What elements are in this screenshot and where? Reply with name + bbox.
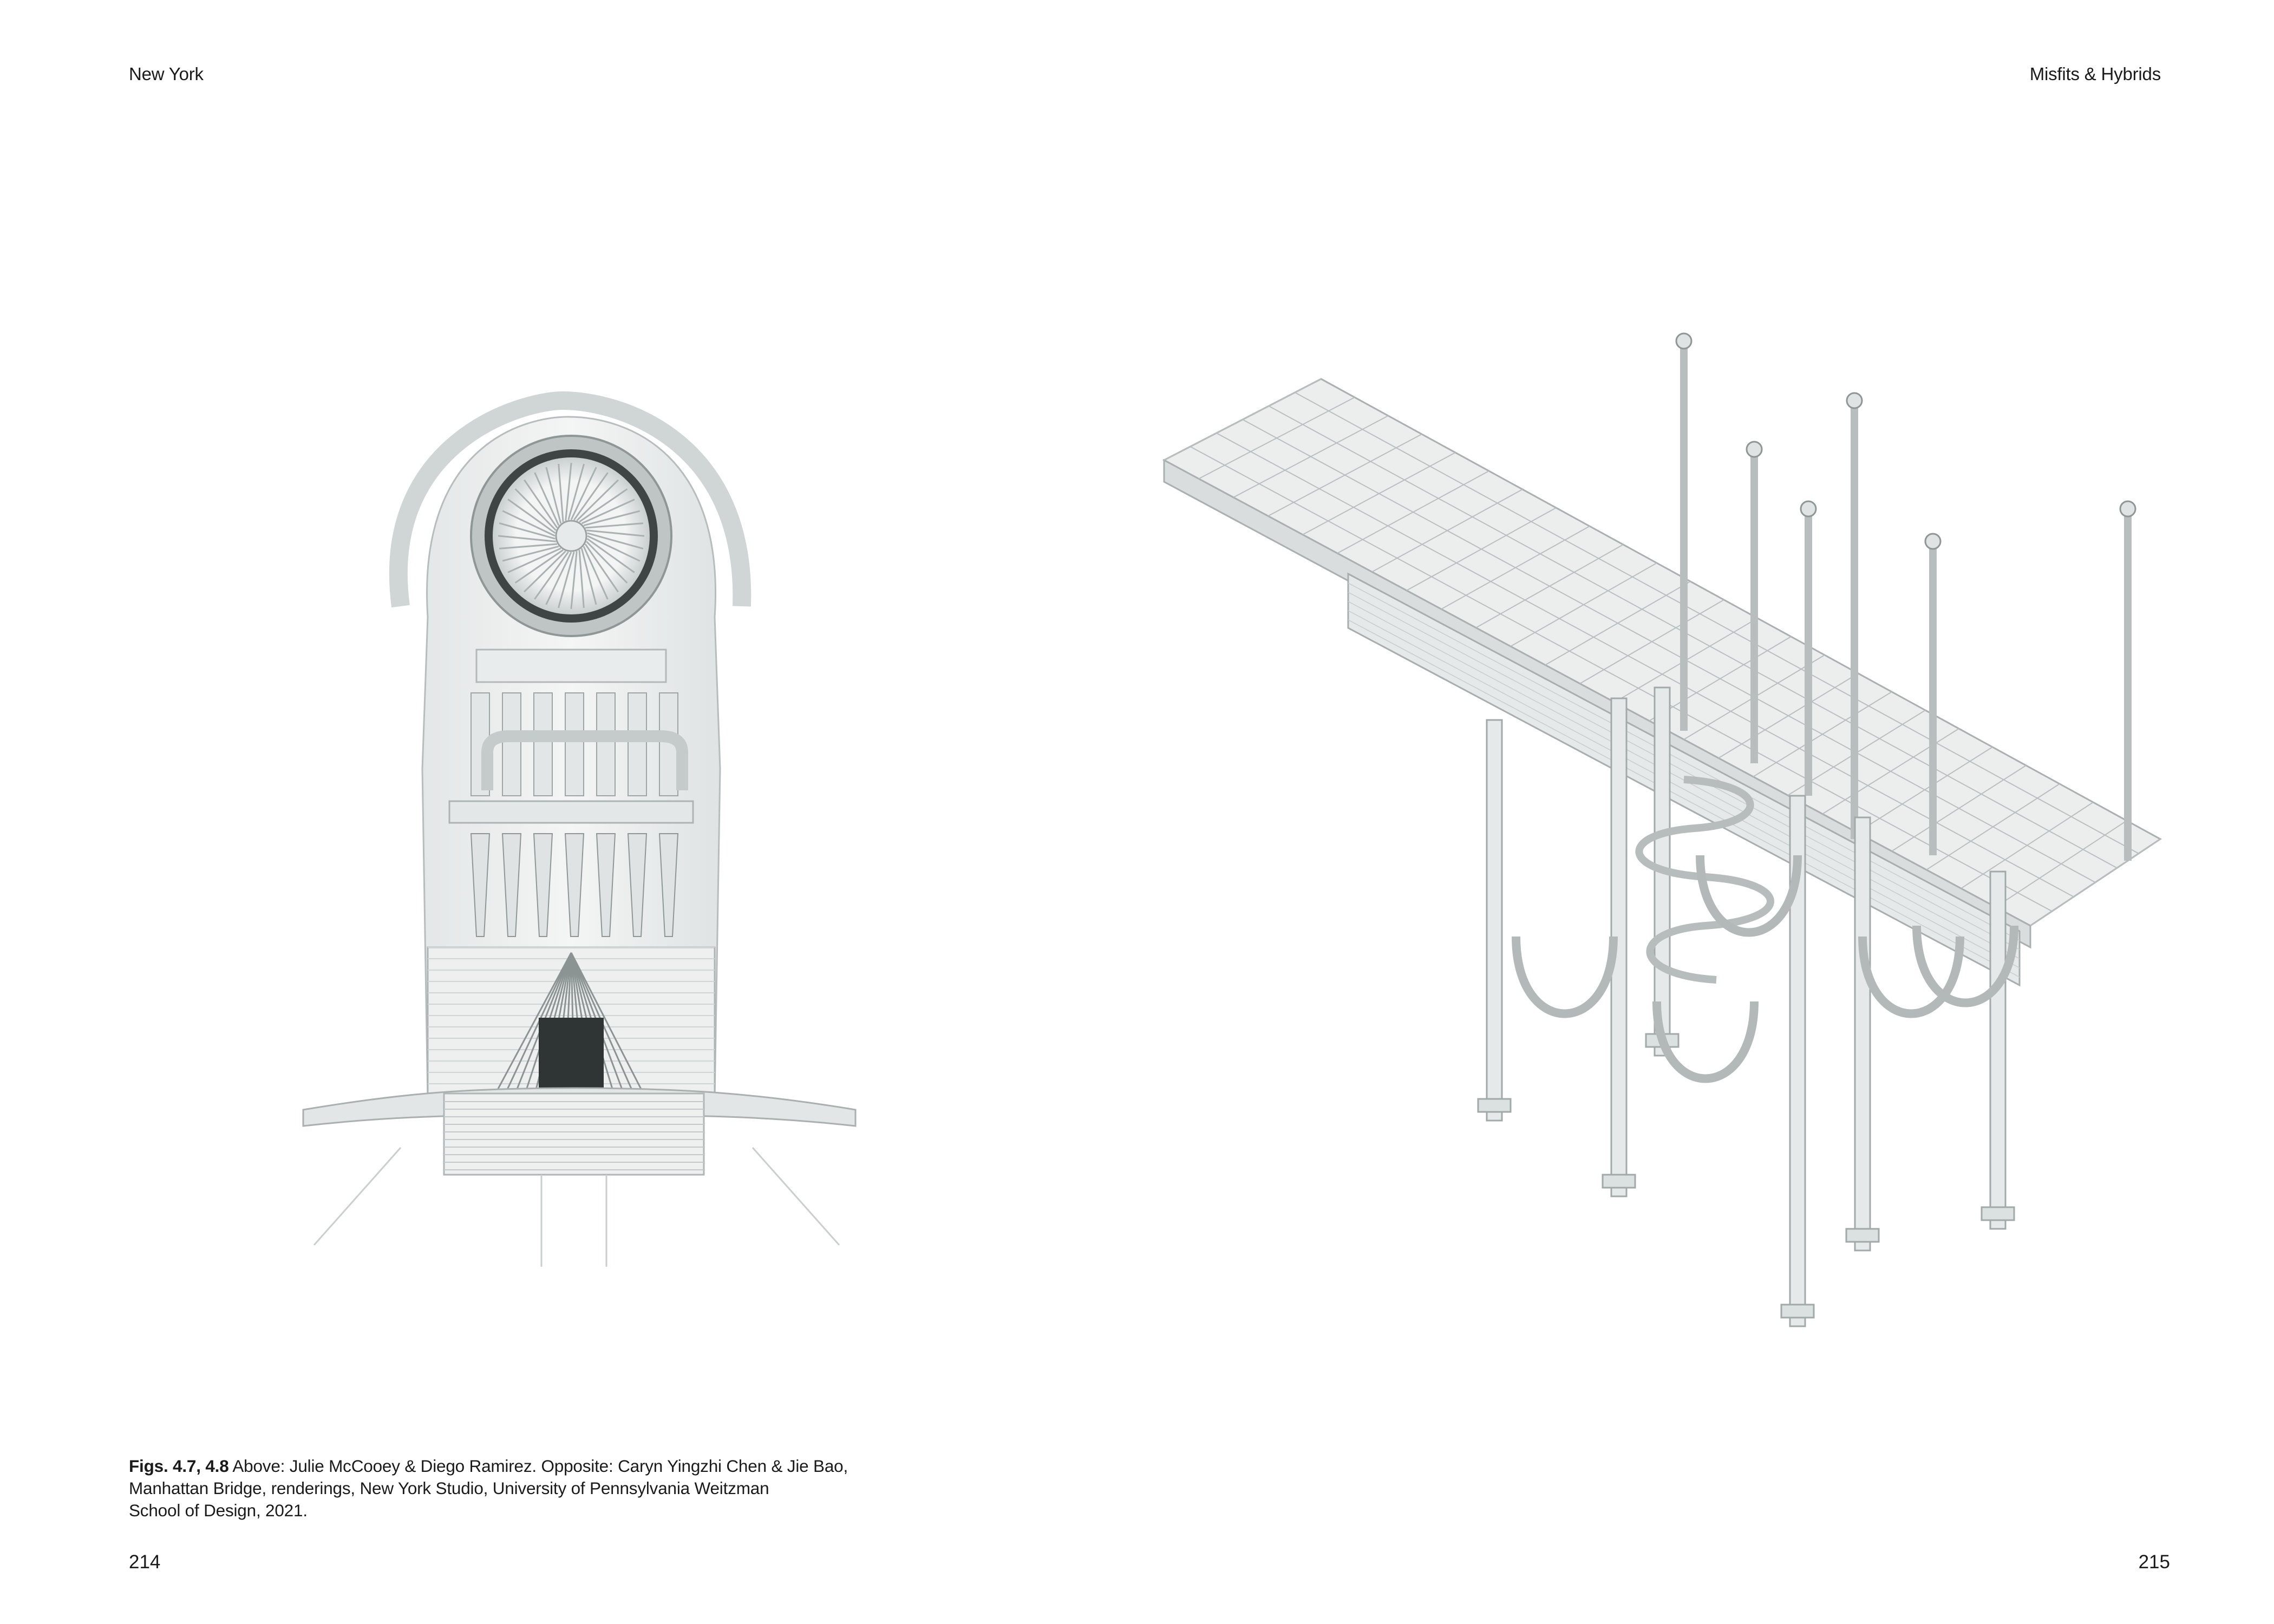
- running-head-left: New York: [129, 64, 204, 84]
- fin: [470, 833, 491, 937]
- turbine-blade: [579, 488, 628, 523]
- loop: [1652, 1001, 1759, 1083]
- caption-figure-label: Figs. 4.7, 4.8: [129, 1456, 229, 1476]
- column-collar: [1602, 1174, 1636, 1189]
- turbine-blade: [524, 551, 566, 593]
- deck-stringer: [1295, 392, 2139, 854]
- loop: [1696, 855, 1802, 937]
- tower-rendering-illustration: [302, 391, 857, 1267]
- running-head-right: Misfits & Hybrids: [2029, 64, 2161, 84]
- turbine-blade: [580, 548, 597, 605]
- figure-caption: Figs. 4.7, 4.8 Above: Julie McCooey & Di…: [129, 1455, 930, 1522]
- turbine-blade: [514, 549, 564, 584]
- page-number-left: 214: [129, 1551, 161, 1573]
- fin: [501, 833, 522, 937]
- mast-lamp: [1746, 441, 1763, 458]
- column-collar: [1845, 1228, 1880, 1243]
- deck-stringer: [1242, 419, 2096, 883]
- column: [1989, 870, 2007, 1230]
- turbine-blade: [524, 479, 558, 528]
- deck-stringer: [1268, 405, 2118, 869]
- turbine-blade: [534, 551, 570, 600]
- figure-bridge-underside-rendering: [1142, 319, 2193, 1348]
- girder-course: [1348, 582, 2020, 941]
- turbine-blade: [587, 535, 641, 562]
- mast-lamp: [2119, 500, 2136, 518]
- turbine-blade: [502, 545, 559, 562]
- turbine-blade: [585, 522, 644, 529]
- turbine-blade: [507, 547, 561, 573]
- column-collar: [1477, 1098, 1512, 1113]
- caption-line-2: Manhattan Bridge, renderings, New York S…: [129, 1478, 769, 1498]
- turbine-blade: [583, 510, 641, 527]
- turbine-blade: [514, 488, 557, 531]
- figure-tower-rendering: [292, 379, 888, 1272]
- column: [1854, 816, 1871, 1252]
- turbine-blade: [570, 467, 597, 520]
- turbine-blade: [507, 499, 556, 534]
- fin: [596, 833, 616, 937]
- deck-lines: [444, 1101, 704, 1170]
- fin: [533, 692, 553, 796]
- deck-stringer: [1190, 446, 2053, 912]
- loop: [1912, 925, 2018, 1007]
- fin: [596, 692, 616, 796]
- fin: [627, 833, 648, 937]
- loop: [1512, 936, 1618, 1018]
- turbine-blade: [545, 552, 572, 605]
- turbine-blade: [499, 543, 558, 549]
- caption-line-1: Above: Julie McCooey & Diego Ramirez. Op…: [228, 1456, 848, 1476]
- turbine-blade: [534, 472, 560, 526]
- light-masts: [1675, 332, 2136, 861]
- column-collar: [1981, 1206, 2015, 1221]
- turbine-blade: [586, 541, 628, 584]
- turbine-blade: [567, 463, 585, 520]
- turbine-blade: [499, 522, 556, 540]
- deck-stringer: [1216, 433, 2074, 898]
- fin: [565, 692, 584, 796]
- girder-course: [1348, 619, 2020, 978]
- turbine-blade: [587, 532, 644, 550]
- column: [1486, 719, 1503, 1122]
- loop: [1858, 936, 1964, 1018]
- fin: [658, 833, 679, 937]
- mast-lamp: [1675, 332, 1693, 350]
- support-columns: [1477, 686, 2015, 1327]
- turbine-blade: [570, 551, 578, 610]
- fin: [502, 692, 521, 796]
- turbine-blade: [576, 479, 619, 521]
- hanging-loops: [1512, 855, 2018, 1083]
- turbine-blade: [583, 546, 609, 600]
- turbine-blade: [581, 499, 635, 525]
- turbine-blade: [586, 529, 645, 537]
- mast-lamp: [1846, 392, 1863, 409]
- fin: [628, 692, 647, 796]
- turbine-blades: [498, 462, 645, 610]
- mast-lamp: [1924, 533, 1942, 550]
- turbine-blade: [557, 552, 575, 608]
- turbine-blade: [586, 538, 635, 573]
- column-collar: [1780, 1304, 1815, 1319]
- page-number-right: 215: [2138, 1551, 2170, 1573]
- bridge-underside-illustration: [1162, 332, 2162, 1327]
- turbine-blade: [498, 535, 556, 542]
- turbine-blade: [565, 462, 572, 521]
- girder-course: [1348, 592, 2020, 950]
- fin: [564, 833, 585, 937]
- girder-course: [1348, 610, 2020, 968]
- turbine-blade: [573, 472, 609, 521]
- upper-fins: [471, 692, 678, 796]
- turbine-blade: [584, 543, 619, 593]
- turbine-blade: [545, 467, 562, 524]
- caption-line-3: School of Design, 2021.: [129, 1501, 308, 1520]
- turbine-blade: [558, 463, 564, 522]
- mast-lamp: [1800, 500, 1817, 518]
- fin: [533, 833, 553, 937]
- turbine-blade: [578, 549, 585, 608]
- turbine-blade: [502, 510, 556, 537]
- lower-fins: [470, 833, 679, 937]
